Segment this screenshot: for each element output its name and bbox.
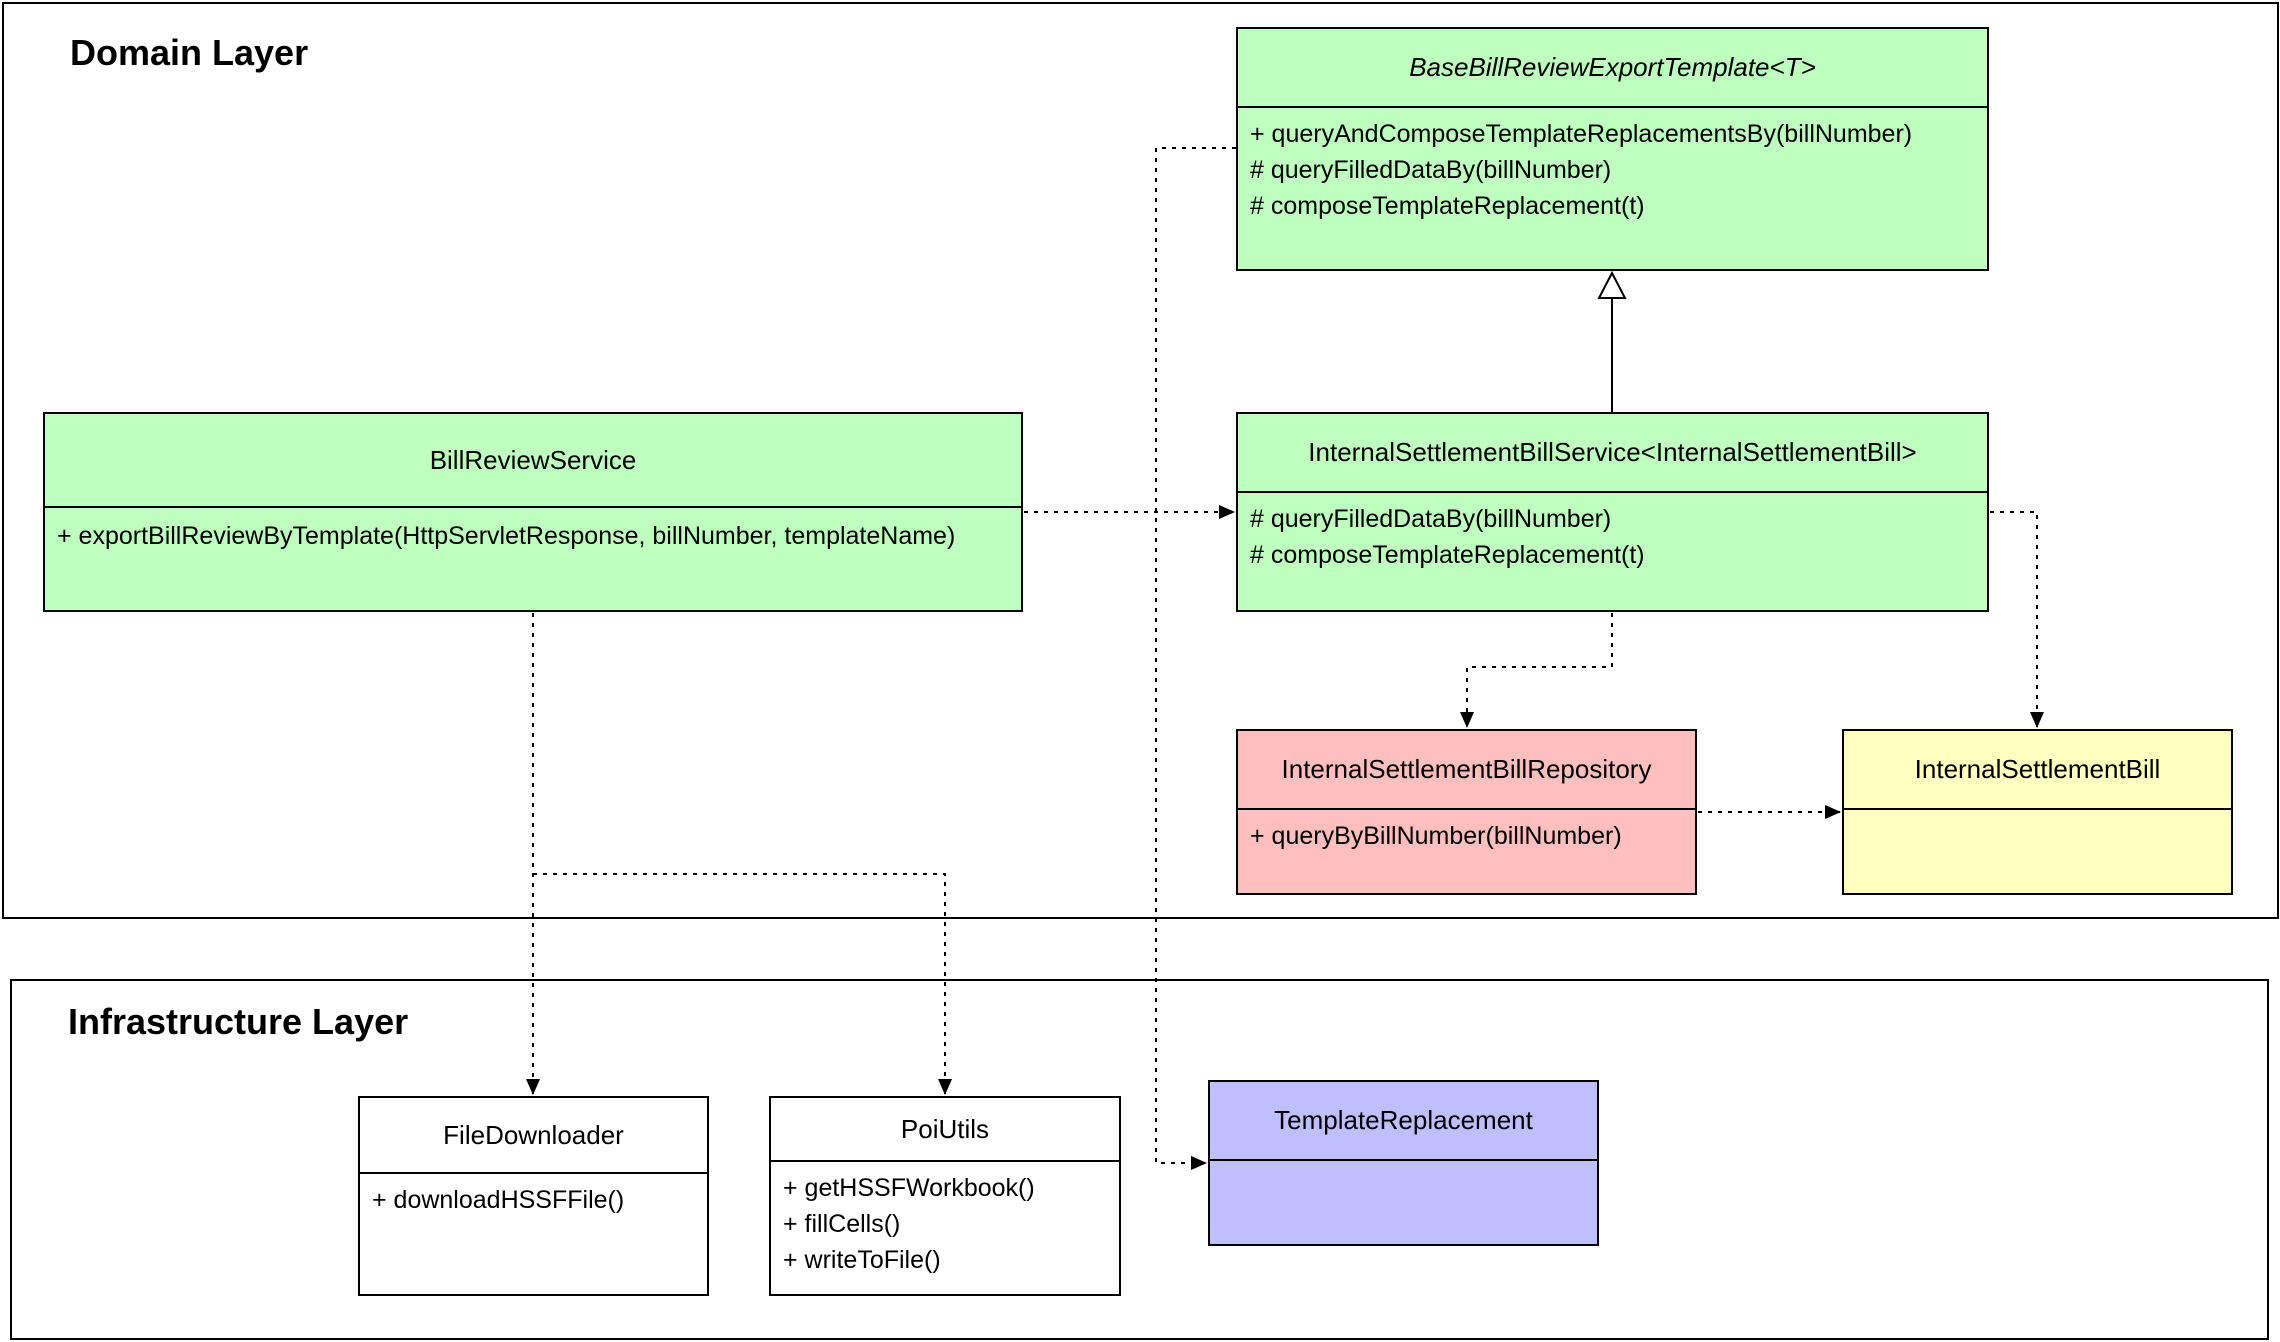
class-methods: + downloadHSSFFile() — [360, 1174, 707, 1218]
class-name: PoiUtils — [771, 1098, 1119, 1162]
class-methods: + queryAndComposeTemplateReplacementsBy(… — [1238, 108, 1987, 224]
class-name: InternalSettlementBillRepository — [1238, 731, 1695, 810]
class-name: BillReviewService — [45, 414, 1021, 508]
class-methods: + queryByBillNumber(billNumber) — [1238, 810, 1695, 854]
method: # queryFilledDataBy(billNumber) — [1250, 156, 1612, 184]
method: + exportBillReviewByTemplate(HttpServlet… — [57, 522, 956, 550]
class-name: BaseBillReviewExportTemplate<T> — [1238, 29, 1987, 108]
class-methods: + exportBillReviewByTemplate(HttpServlet… — [45, 508, 1021, 554]
class-template-replacement[interactable]: TemplateReplacement — [1208, 1080, 1599, 1246]
infrastructure-layer-title: Infrastructure Layer — [68, 1001, 409, 1042]
class-file-downloader[interactable]: FileDownloader + downloadHSSFFile() — [358, 1096, 709, 1296]
method: + fillCells() — [783, 1210, 901, 1238]
method: + downloadHSSFFile() — [372, 1186, 625, 1214]
domain-layer-title: Domain Layer — [70, 32, 309, 73]
class-methods — [1210, 1161, 1597, 1173]
class-methods: + getHSSFWorkbook() + fillCells() + writ… — [771, 1162, 1119, 1278]
method: # queryFilledDataBy(billNumber) — [1250, 505, 1612, 533]
method: + queryAndComposeTemplateReplacementsBy(… — [1250, 120, 1913, 148]
class-internal-settlement-bill-service[interactable]: InternalSettlementBillService<InternalSe… — [1236, 412, 1989, 612]
class-base-bill-review-export-template[interactable]: BaseBillReviewExportTemplate<T> + queryA… — [1236, 27, 1989, 271]
class-internal-settlement-bill[interactable]: InternalSettlementBill — [1842, 729, 2233, 895]
class-methods — [1844, 810, 2231, 822]
class-methods: # queryFilledDataBy(billNumber) # compos… — [1238, 493, 1987, 573]
infrastructure-layer: Infrastructure Layer — [10, 979, 2269, 1340]
class-poi-utils[interactable]: PoiUtils + getHSSFWorkbook() + fillCells… — [769, 1096, 1121, 1296]
class-bill-review-service[interactable]: BillReviewService + exportBillReviewByTe… — [43, 412, 1023, 612]
class-internal-settlement-bill-repository[interactable]: InternalSettlementBillRepository + query… — [1236, 729, 1697, 895]
class-name: InternalSettlementBillService<InternalSe… — [1238, 414, 1987, 493]
method: # composeTemplateReplacement(t) — [1250, 192, 1645, 220]
method: + queryByBillNumber(billNumber) — [1250, 822, 1622, 850]
method: + getHSSFWorkbook() — [783, 1174, 1035, 1202]
method: # composeTemplateReplacement(t) — [1250, 541, 1645, 569]
class-name: TemplateReplacement — [1210, 1082, 1597, 1161]
class-name: FileDownloader — [360, 1098, 707, 1174]
method: + writeToFile() — [783, 1246, 941, 1274]
class-name: InternalSettlementBill — [1844, 731, 2231, 810]
